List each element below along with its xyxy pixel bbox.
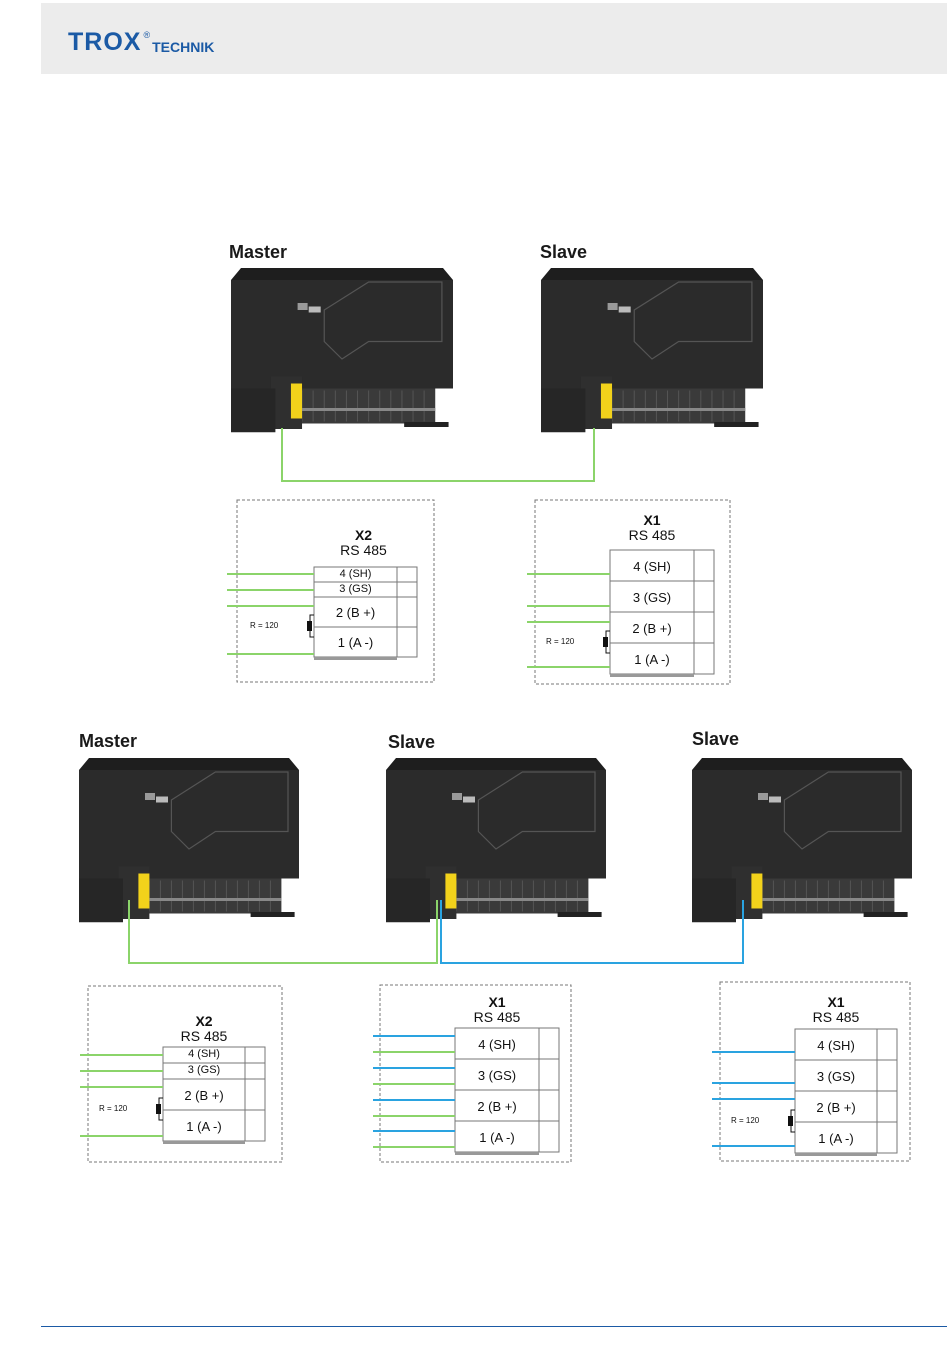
unit-master-top-side: [231, 389, 275, 433]
unit-slave-bottom-1-side: [386, 879, 430, 923]
unit-slave-bottom-2-plate-2: [769, 797, 781, 803]
unit-slave-bottom-2-plate-1: [758, 793, 768, 800]
unit-master-top-plate-2: [309, 307, 321, 313]
unit-slave-bottom-1-body: [386, 770, 606, 879]
terminal-0-bottom-rail: [314, 657, 397, 660]
terminal-4-row-0-label: 4 (SH): [795, 1038, 877, 1053]
terminal-2-row-3-label: 1 (A -): [163, 1119, 245, 1134]
unit-label-master-top: Master: [229, 242, 287, 263]
terminal-1-row-0-label: 4 (SH): [610, 559, 694, 574]
terminal-4-bottom-rail: [795, 1153, 877, 1156]
terminal-4-id: X1: [795, 995, 877, 1010]
unit-master-top-plate-1: [298, 303, 308, 310]
terminal-3-row-2-label: 2 (B +): [455, 1099, 539, 1114]
terminal-4-resistor-label: R = 120: [731, 1116, 759, 1125]
unit-slave-bottom-1-warning-label: [445, 874, 456, 909]
unit-master-bottom-plate-2: [156, 797, 168, 803]
unit-slave-top-warning-label: [601, 384, 612, 419]
unit-slave-top-plate-2: [619, 307, 631, 313]
unit-master-bottom-side: [79, 879, 123, 923]
terminal-1-protocol: RS 485: [610, 528, 694, 543]
terminal-4-protocol: RS 485: [795, 1010, 877, 1025]
terminal-1-id: X1: [610, 513, 694, 528]
terminal-0-resistor-label: R = 120: [250, 621, 278, 630]
bus-wire-top: [282, 428, 594, 481]
terminal-2-protocol: RS 485: [163, 1029, 245, 1044]
terminal-1-row-2-label: 2 (B +): [610, 621, 694, 636]
terminal-2-resistor-label: R = 120: [99, 1104, 127, 1113]
unit-master-bottom-top: [79, 758, 299, 770]
terminal-4-row-3-label: 1 (A -): [795, 1131, 877, 1146]
unit-slave-bottom-1-top: [386, 758, 606, 770]
terminal-1-resistor: [603, 637, 608, 647]
terminal-0-resistor: [307, 621, 312, 631]
unit-slave-bottom-1-plate-2: [463, 797, 475, 803]
terminal-3-id: X1: [455, 995, 539, 1010]
unit-master-bottom-warning-label: [138, 874, 149, 909]
unit-label-slave-bottom-1: Slave: [388, 732, 435, 753]
terminal-4-row-2-label: 2 (B +): [795, 1100, 877, 1115]
footer-rule: [41, 1326, 947, 1327]
unit-slave-top-plate-1: [608, 303, 618, 310]
unit-master-bottom-body: [79, 770, 299, 879]
terminal-0-id: X2: [322, 528, 405, 543]
unit-master-top-warning-label: [291, 384, 302, 419]
unit-slave-bottom-2-warning-label: [751, 874, 762, 909]
terminal-1-row-3-label: 1 (A -): [610, 652, 694, 667]
unit-master-top-foot: [404, 422, 448, 427]
terminal-1-bottom-rail: [610, 674, 694, 677]
terminal-0-protocol: RS 485: [322, 543, 405, 558]
unit-slave-bottom-2-top: [692, 758, 912, 770]
unit-slave-bottom-2-foot: [864, 912, 908, 917]
terminal-3-bottom-rail: [455, 1152, 539, 1155]
terminal-3-protocol: RS 485: [455, 1010, 539, 1025]
unit-slave-top-body: [541, 280, 763, 389]
unit-master-top-body: [231, 280, 453, 389]
unit-slave-bottom-1-foot: [558, 912, 602, 917]
unit-slave-top-side: [541, 389, 585, 433]
unit-label-slave-top: Slave: [540, 242, 587, 263]
terminal-0-row-3-label: 1 (A -): [314, 635, 397, 650]
unit-label-slave-bottom-2: Slave: [692, 729, 739, 750]
terminal-2-row-1-label: 3 (GS): [163, 1064, 245, 1076]
unit-slave-top-foot: [714, 422, 758, 427]
unit-label-master-bottom: Master: [79, 731, 137, 752]
terminal-3-row-0-label: 4 (SH): [455, 1037, 539, 1052]
terminal-0-row-1-label: 3 (GS): [314, 583, 397, 595]
terminal-2-resistor: [156, 1104, 161, 1114]
terminal-1-row-1-label: 3 (GS): [610, 590, 694, 605]
terminal-4-row-1-label: 3 (GS): [795, 1069, 877, 1084]
terminal-3-row-1-label: 3 (GS): [455, 1068, 539, 1083]
terminal-2-bottom-rail: [163, 1141, 245, 1144]
terminal-2-row-0-label: 4 (SH): [163, 1048, 245, 1060]
terminal-2-id: X2: [163, 1014, 245, 1029]
terminal-4-resistor: [788, 1116, 793, 1126]
unit-slave-bottom-1-plate-1: [452, 793, 462, 800]
unit-master-bottom-plate-1: [145, 793, 155, 800]
unit-slave-bottom-2-body: [692, 770, 912, 879]
terminal-1-resistor-label: R = 120: [546, 637, 574, 646]
terminal-0-row-2-label: 2 (B +): [314, 605, 397, 620]
unit-slave-bottom-2-side: [692, 879, 736, 923]
unit-slave-top-top: [541, 268, 763, 280]
terminal-2-row-2-label: 2 (B +): [163, 1088, 245, 1103]
unit-master-top-top: [231, 268, 453, 280]
terminal-0-row-0-label: 4 (SH): [314, 568, 397, 580]
terminal-3-row-3-label: 1 (A -): [455, 1130, 539, 1145]
unit-master-bottom-foot: [251, 912, 295, 917]
